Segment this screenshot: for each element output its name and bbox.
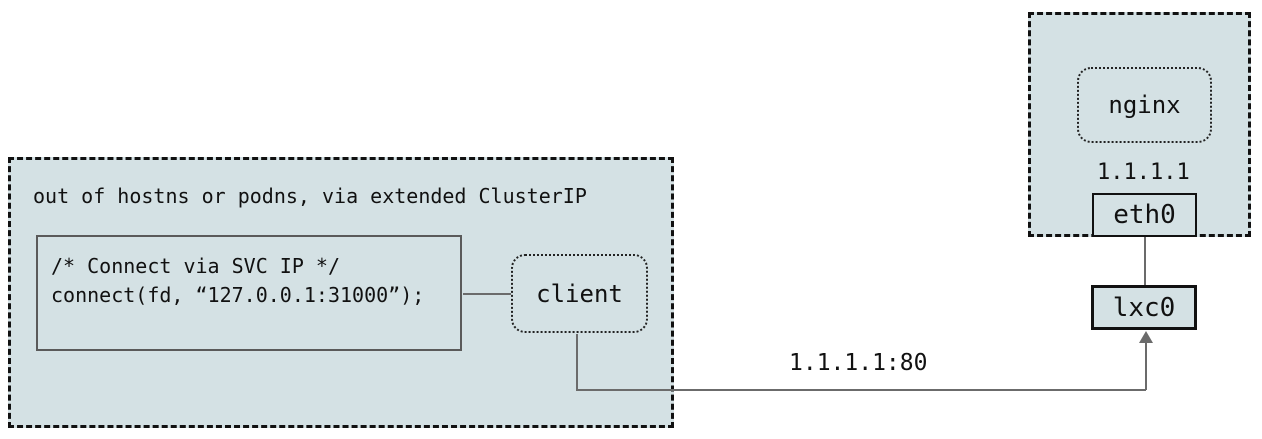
nginx-label: nginx [1108,91,1181,119]
connector-flow-up-to-lxc0 [1145,342,1147,390]
client-label: client [536,279,623,308]
connector-eth0-to-lxc0 [1144,237,1146,285]
connection-destination-label: 1.1.1.1:80 [789,350,928,376]
client-process-box: client [511,254,648,333]
lxc0-label: lxc0 [1112,292,1176,323]
code-connect-line: connect(fd, “127.0.0.1:31000”); [51,283,425,307]
code-snippet-box: /* Connect via SVC IP */ connect(fd, “12… [36,235,462,351]
lxc0-interface-box: lxc0 [1091,285,1197,330]
connector-client-down [576,334,578,390]
eth0-interface-box: eth0 [1092,193,1197,237]
host-namespace-box [8,157,674,428]
connector-code-to-client [463,293,511,295]
host-namespace-title: out of hostns or podns, via extended Clu… [33,184,587,208]
code-comment-line: /* Connect via SVC IP */ [51,254,340,278]
connector-flow-horizontal [576,389,1146,391]
arrowhead-up-icon [1139,331,1153,343]
nginx-process-box: nginx [1077,67,1212,143]
eth0-label: eth0 [1113,200,1176,230]
pod-ip-label: 1.1.1.1 [1097,160,1190,185]
